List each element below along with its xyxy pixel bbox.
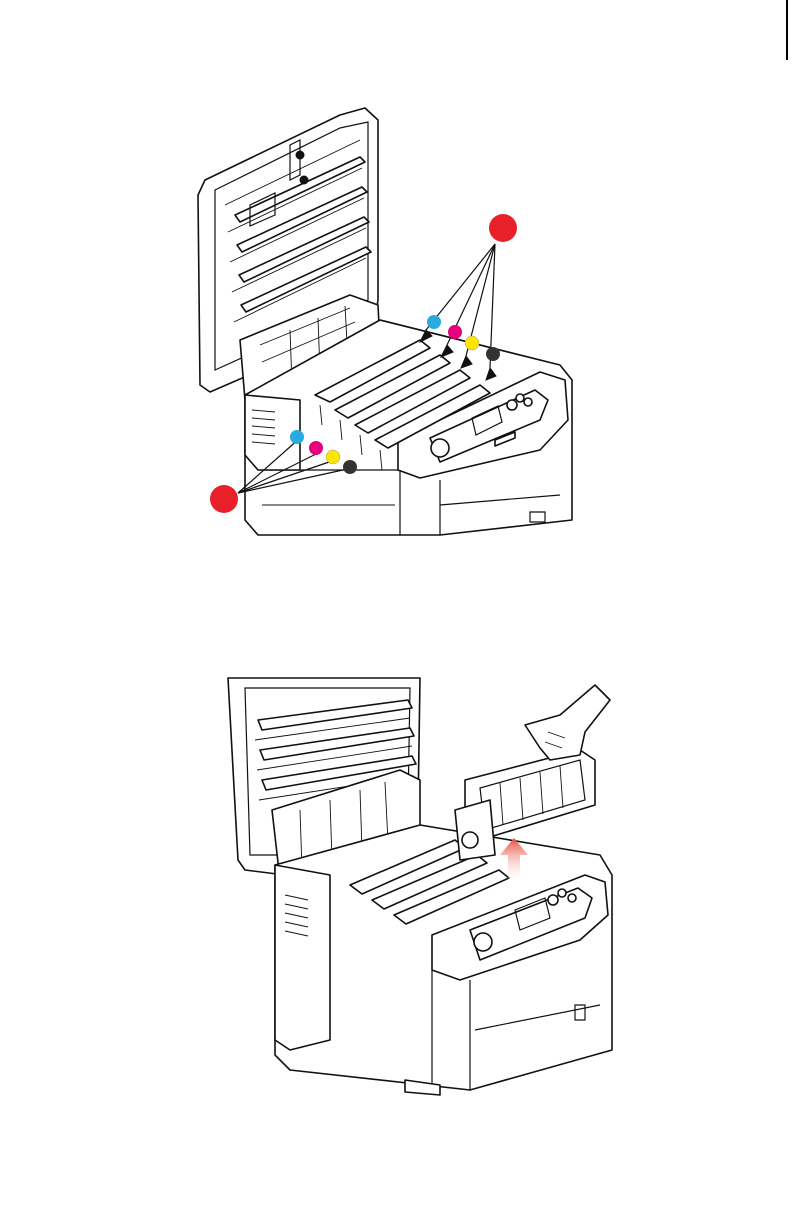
printer-open-illustration (0, 0, 792, 560)
marker-magenta-top (448, 325, 462, 339)
hand (525, 685, 610, 760)
callout-red-top (489, 214, 517, 242)
marker-black-bottom (343, 460, 357, 474)
figure-drum-removal (0, 660, 792, 1120)
marker-yellow-top (465, 336, 479, 350)
marker-cyan-top (427, 315, 441, 329)
marker-black-top (486, 347, 500, 361)
callout-red-bottom (210, 485, 238, 513)
marker-magenta-bottom (309, 441, 323, 455)
figure-printer-open-drums (0, 0, 792, 560)
marker-cyan-bottom (290, 430, 304, 444)
marker-yellow-bottom (326, 450, 340, 464)
drum-removal-illustration (0, 660, 792, 1120)
printer-body-2 (275, 825, 612, 1095)
